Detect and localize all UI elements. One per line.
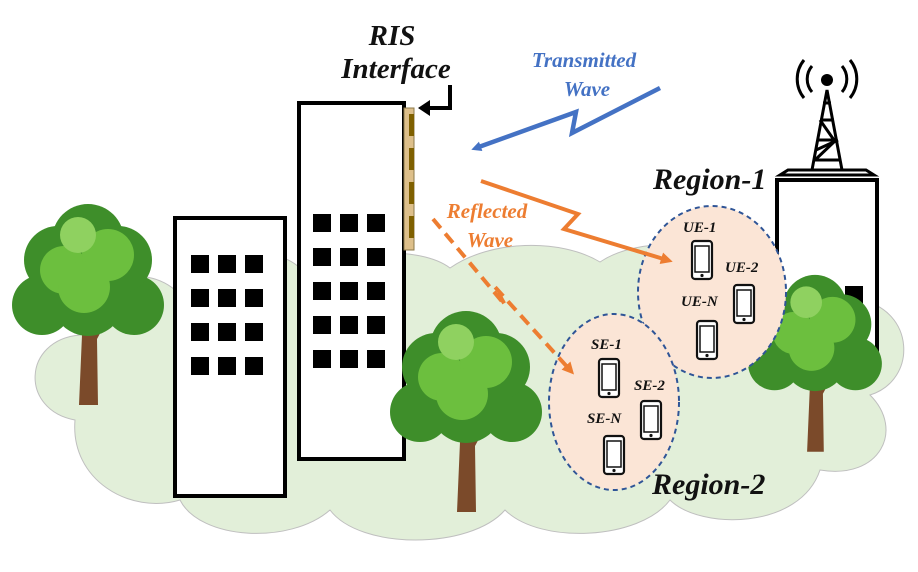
- reflected-wave-arrow-solid: [480, 179, 673, 265]
- device-label-ue-1: UE-1: [683, 220, 716, 236]
- building-ris: [297, 101, 406, 461]
- transmitted-wave-arrow: [471, 85, 662, 152]
- smartphone-icon: [602, 434, 626, 476]
- reflected-label-line2: Wave: [467, 228, 513, 252]
- ris-panel-icon: [403, 107, 415, 251]
- region-2-area: [548, 313, 680, 491]
- ris-label-line2: Interface: [340, 53, 451, 85]
- building-left: [173, 216, 287, 498]
- device-label-ue-n: UE-N: [681, 294, 719, 310]
- smartphone-icon: [639, 399, 663, 441]
- transmitted-label-line1: Transmitted: [532, 48, 637, 72]
- smartphone-icon: [732, 283, 756, 325]
- device-label-se-2: SE-2: [634, 378, 665, 394]
- cell-tower-icon: [795, 59, 859, 171]
- region-1-label: Region-1: [652, 163, 766, 196]
- transmitted-label-line2: Wave: [564, 77, 610, 101]
- ris-label-line1: RIS: [368, 20, 416, 52]
- device-label-se-n: SE-N: [587, 411, 622, 427]
- reflected-label-line1: Reflected: [446, 199, 528, 223]
- device-label-ue-2: UE-2: [725, 260, 759, 276]
- region-1-area: [637, 205, 787, 379]
- region-2-label: Region-2: [651, 468, 765, 501]
- ris-pointer-arrow: [418, 85, 452, 116]
- device-label-se-1: SE-1: [591, 337, 622, 353]
- reflected-wave-arrow-dashed: [431, 217, 575, 375]
- smartphone-icon: [690, 239, 714, 281]
- smartphone-icon: [597, 357, 621, 399]
- smartphone-icon: [695, 319, 719, 361]
